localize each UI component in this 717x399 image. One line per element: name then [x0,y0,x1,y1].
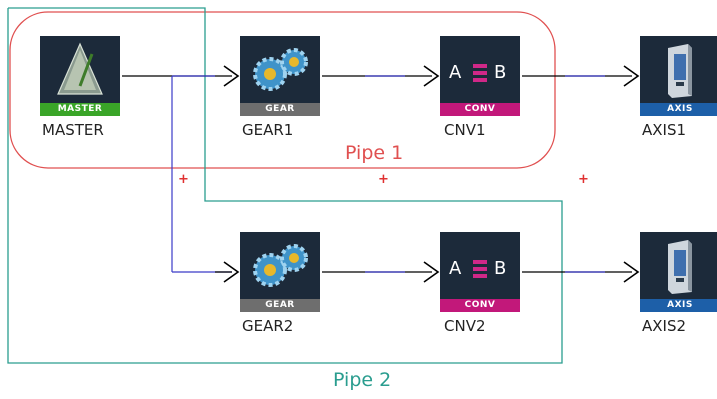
master-label: MASTER [42,121,104,139]
pipe-1-boundary[interactable] [9,11,556,169]
conv-glyph-a: A [449,258,462,279]
arrowhead-cnv2 [423,261,440,283]
conv-bars [473,64,487,68]
gear1-tag: GEAR [240,103,320,116]
arrowhead-axis2 [623,261,640,283]
master-block[interactable]: MASTER [40,36,120,116]
axis2-label: AXIS2 [642,317,687,335]
axis1-label: AXIS1 [642,121,687,139]
gear1-block[interactable]: GEAR [240,36,320,116]
cnv2-block[interactable]: A B CONV [440,232,520,312]
cnv1-block[interactable]: A B CONV [440,36,520,116]
gear1-label: GEAR1 [242,121,294,139]
cnv1-tag: CONV [440,103,520,116]
pipe-2-label[interactable]: Pipe 2 [333,369,392,391]
axis1-block[interactable]: AXIS [640,36,717,116]
metronome-icon [57,42,103,95]
pipe-1-label[interactable]: Pipe 1 [345,142,404,164]
pipe-2-boundary[interactable] [7,7,563,364]
add-chain-button-2[interactable]: + [378,172,389,187]
cnv1-label: CNV1 [444,121,486,139]
axis2-tag: AXIS [640,299,717,312]
arrowhead-cnv1 [423,65,440,87]
servo-drive-icon [668,240,692,294]
converter-icon: A B [440,36,520,103]
conv-glyph-b: B [494,258,507,279]
master-tag: MASTER [40,103,120,116]
conv-glyph-b: B [494,62,507,83]
arrowheads [223,65,640,283]
gear2-label: GEAR2 [242,317,294,335]
arrowhead-gear2 [223,261,240,283]
gear2-tag: GEAR [240,299,320,312]
cnv2-tag: CONV [440,299,520,312]
axis1-tag: AXIS [640,103,717,116]
add-chain-button-3[interactable]: + [578,172,589,187]
conv-bars [473,260,487,264]
gear2-block[interactable]: GEAR [240,232,320,312]
arrowhead-gear1 [223,65,240,87]
servo-drive-icon [668,44,692,98]
converter-icon: A B [440,232,520,299]
gears-icon [253,244,308,287]
add-chain-button-1[interactable]: + [178,172,189,187]
axis2-block[interactable]: AXIS [640,232,717,312]
conv-glyph-a: A [449,62,462,83]
arrowhead-axis1 [623,65,640,87]
cnv2-label: CNV2 [444,317,486,335]
gears-icon [253,48,308,91]
